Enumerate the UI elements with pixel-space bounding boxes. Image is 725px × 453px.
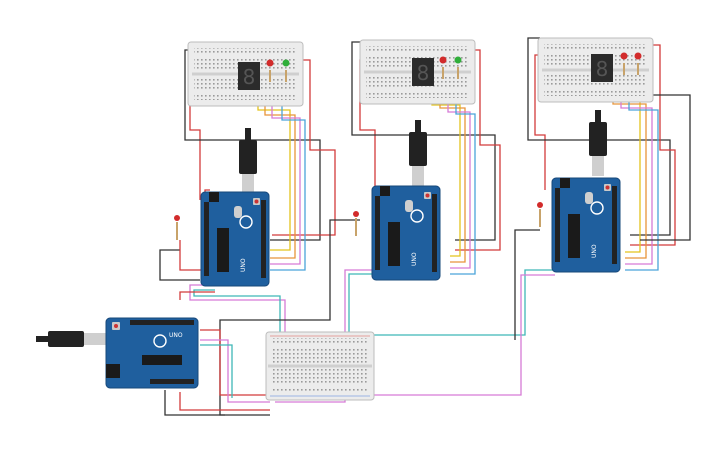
node-2-red-led-icon[interactable] — [439, 56, 447, 64]
node-1-status-led-icon[interactable] — [174, 215, 180, 221]
node-2-resistor-icon[interactable] — [442, 67, 444, 79]
node-2-green-led-icon[interactable] — [454, 56, 462, 64]
node-1-board-label: UNO — [240, 258, 247, 272]
node-1-green-led-icon[interactable] — [282, 59, 290, 67]
node-2-resistor-icon[interactable] — [457, 67, 459, 79]
master-arduino-uno[interactable]: UNO — [105, 317, 199, 389]
node-1-resistor-icon[interactable] — [285, 70, 287, 82]
node-3-resistor-icon[interactable] — [539, 209, 541, 227]
master-usb-cable-icon — [36, 331, 106, 347]
node-3-arduino-uno[interactable]: UNO — [551, 177, 621, 273]
node-2-usb-cable-icon — [409, 120, 427, 186]
node-3-usb-cable-icon — [589, 110, 607, 176]
node-2-seven-segment-display[interactable]: 8 — [412, 58, 434, 86]
master-board-label: UNO — [169, 332, 183, 339]
master-arduino: UNO — [36, 317, 199, 389]
node-3-seven-segment-display[interactable]: 8 — [591, 54, 613, 82]
node-3-resistor-icon[interactable] — [623, 63, 625, 75]
node-1-resistor-icon[interactable] — [176, 222, 178, 240]
node-2-board-label: UNO — [411, 252, 418, 266]
node-2-resistor-icon[interactable] — [355, 218, 357, 236]
node-2-display-digit: 8 — [417, 61, 430, 85]
node-3-red-led-icon[interactable] — [634, 52, 642, 60]
node-1-usb-cable-icon — [239, 128, 257, 194]
node-1-arduino-uno[interactable]: UNO — [200, 191, 270, 287]
node-3-resistor-icon[interactable] — [637, 63, 639, 75]
node-1-red-led-icon[interactable] — [266, 59, 274, 67]
node-3-board-label: UNO — [591, 244, 598, 258]
node-1-display-digit: 8 — [243, 65, 256, 89]
node-3-status-led-icon[interactable] — [537, 202, 543, 208]
node-1: 8 UNO — [174, 40, 305, 287]
node-2-status-led-icon[interactable] — [353, 211, 359, 217]
node-1-seven-segment-display[interactable]: 8 — [238, 62, 260, 90]
node-2-arduino-uno[interactable]: UNO — [371, 185, 441, 281]
node-3: 8 UNO — [536, 36, 655, 273]
node-2: 8 UNO — [353, 38, 477, 281]
node-3-red-led-icon[interactable] — [620, 52, 628, 60]
shared-breadboard[interactable] — [265, 331, 375, 401]
node-3-display-digit: 8 — [596, 57, 609, 81]
node-1-resistor-icon[interactable] — [269, 70, 271, 82]
